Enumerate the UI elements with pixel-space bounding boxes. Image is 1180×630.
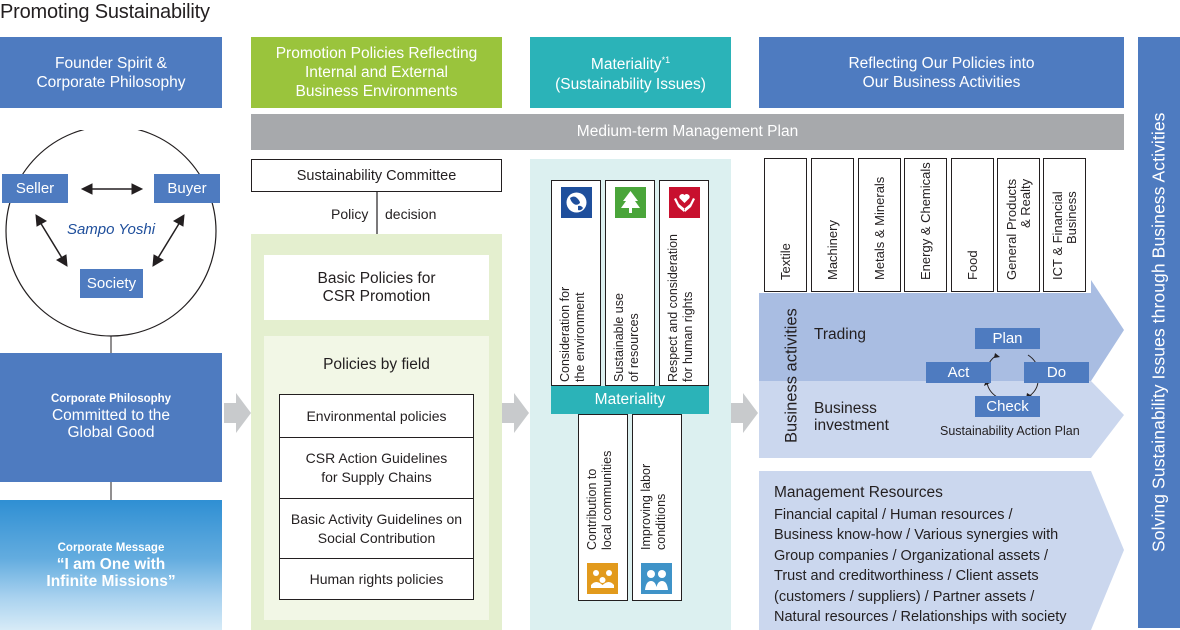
field-policy-item: CSR Action Guidelines for Supply Chains <box>280 438 473 499</box>
tree-icon <box>615 187 646 218</box>
sustainability-committee-box: Sustainability Committee <box>251 159 502 192</box>
sector-textile-box <box>764 158 807 292</box>
sector-label: Energy & Chemicals <box>918 162 933 280</box>
materiality-labor-text: Improving labor conditions <box>639 463 668 550</box>
sector-food-box <box>951 158 994 292</box>
materiality-human-rights-text: Respect and consideration for human righ… <box>666 233 695 382</box>
trading-arrow <box>759 280 1124 381</box>
corporate-philosophy-label: Corporate Philosophy <box>50 393 172 405</box>
investment-label: Business investment <box>814 400 889 434</box>
right-summary-bar: Solving Sustainability Issues through Bu… <box>1138 37 1180 628</box>
pdca-check: Check <box>975 396 1040 417</box>
field-policy-item: Environmental policies <box>280 395 473 438</box>
materiality-center-bar: Materiality <box>551 386 709 414</box>
corporate-philosophy-text: Committed to the Global Good <box>51 407 171 441</box>
management-resources-arrow <box>759 471 1124 630</box>
sector-machinery-box <box>811 158 854 292</box>
pdca-plan: Plan <box>975 328 1040 349</box>
sector-general-products-box <box>997 158 1040 292</box>
sector-metals-box <box>858 158 901 292</box>
right-summary-text: Solving Sustainability Issues through Bu… <box>1148 112 1169 553</box>
materiality-title: Materiality <box>590 56 662 74</box>
sector-label: Food <box>965 250 980 280</box>
management-resources-title: Management Resources <box>774 484 943 501</box>
decision-label: decision <box>385 206 437 222</box>
management-resources-text: Financial capital / Human resources / Bu… <box>774 507 1067 626</box>
sustainability-action-plan-label: Sustainability Action Plan <box>940 424 1080 438</box>
materiality-footnote: *1 <box>661 55 671 66</box>
sector-label: Textile <box>778 243 793 280</box>
policy-label: Policy <box>331 206 369 222</box>
field-policy-item: Basic Activity Guidelines on Social Cont… <box>280 499 473 559</box>
field-policy-item: Human rights policies <box>309 570 444 587</box>
policies-by-field-title: Policies by field <box>323 356 430 373</box>
materiality-resources-text: Sustainable use of resources <box>612 293 641 382</box>
materiality-environment-box <box>551 180 601 386</box>
medium-term-plan-bar: Medium-term Management Plan <box>251 114 1124 150</box>
sector-table: Textile Machinery Metals & Minerals Ener… <box>764 158 1086 292</box>
sector-label: Metals & Minerals <box>872 176 887 280</box>
pdca-do: Do <box>1024 362 1089 383</box>
basic-policies-box: Basic Policies for CSR Promotion <box>264 255 489 320</box>
corporate-message-box: Corporate Message “I am One with Infinit… <box>0 500 222 630</box>
heart-hands-icon <box>669 187 700 218</box>
header-promotion-policies: Promotion Policies Reflecting Internal a… <box>251 37 502 108</box>
corporate-philosophy-box: Corporate Philosophy Committed to the Gl… <box>0 353 222 482</box>
seller-society-arrow <box>35 214 68 267</box>
community-icon <box>587 563 618 594</box>
society-box: Society <box>80 269 143 298</box>
buyer-box: Buyer <box>154 174 220 203</box>
sampo-yoshi-label: Sampo Yoshi <box>66 220 156 238</box>
sector-label: Machinery <box>825 220 840 280</box>
business-activities-label: Business activities <box>782 308 801 443</box>
corporate-message-label: Corporate Message <box>57 542 165 554</box>
seller-buyer-arrow <box>80 183 144 195</box>
buyer-society-arrow <box>152 214 185 267</box>
materiality-environment-text: Consideration for the environment <box>558 286 587 382</box>
header-reflecting-policies: Reflecting Our Policies into Our Busines… <box>759 37 1124 108</box>
page-title: Promoting Sustainability <box>0 1 210 23</box>
flow-arrow-1 <box>224 393 251 433</box>
globe-icon <box>561 187 592 218</box>
corporate-message-text: “I am One with Infinite Missions” <box>46 556 176 590</box>
sector-label: General Products & Realty <box>1004 178 1033 280</box>
materiality-subtitle: (Sustainability Issues) <box>555 75 706 93</box>
seller-box: Seller <box>2 174 68 203</box>
trading-label: Trading <box>814 326 866 343</box>
workers-icon <box>641 563 672 594</box>
sector-energy-box <box>904 158 947 292</box>
flow-arrow-3 <box>731 393 758 433</box>
field-policies-list: Environmental policies CSR Action Guidel… <box>279 394 474 600</box>
flow-arrow-2 <box>502 393 529 433</box>
sector-label: ICT & Financial Business <box>1050 191 1079 280</box>
sector-ict-box <box>1043 158 1086 292</box>
header-materiality: Materiality*1 (Sustainability Issues) <box>530 37 731 108</box>
header-founder-spirit: Founder Spirit & Corporate Philosophy <box>0 37 222 108</box>
pdca-act: Act <box>926 362 991 383</box>
materiality-communities-text: Contribution to local communities <box>585 450 614 550</box>
